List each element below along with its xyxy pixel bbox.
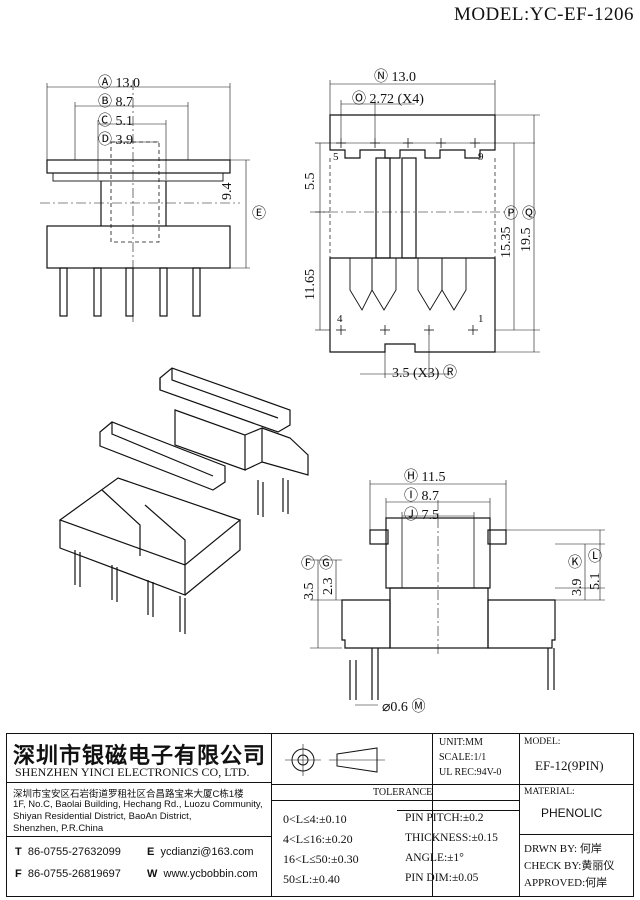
isometric-view xyxy=(58,367,309,634)
dim-g-label: Ⓖ xyxy=(319,557,333,572)
dim-11-65: 11.65 xyxy=(303,269,318,300)
dim-5-5: 5.5 xyxy=(303,172,318,191)
drawn-by: DRWN BY: 何岸 xyxy=(524,843,602,855)
dim-c-value: 5.1 xyxy=(115,114,134,129)
dim-k-value: 3.9 xyxy=(570,578,585,597)
dim-e-label: Ⓔ xyxy=(252,207,266,222)
dim-a-value: 13.0 xyxy=(115,76,141,91)
dim-c-label: Ⓒ 5.1 xyxy=(98,114,134,129)
address-en-2: Shiyan Residential District, BaoAn Distr… xyxy=(13,811,192,822)
dim-e-value: 9.4 xyxy=(220,182,235,201)
dim-i-value: 8.7 xyxy=(421,489,440,504)
dim-b-label: Ⓑ 8.7 xyxy=(98,95,134,110)
address-cn: 深圳市宝安区石岩街道罗租社区合昌路宝来大厦C栋1楼 xyxy=(13,789,244,800)
dim-h-label: Ⓗ 11.5 xyxy=(404,470,446,485)
title-block: 深圳市银磁电子有限公司 SHENZHEN YINCI ELECTRONICS C… xyxy=(6,733,634,897)
dim-m-value: ⌀0.6 xyxy=(382,700,408,715)
technical-drawing xyxy=(40,80,605,706)
dim-l-label: Ⓛ xyxy=(588,550,602,565)
contact-email-value: ycdianzi@163.com xyxy=(160,846,254,858)
tol-left-4: 50≤L:±0.40 xyxy=(283,872,340,886)
dim-h-value: 11.5 xyxy=(421,470,446,485)
dim-o-label: Ⓞ 2.72 (X4) xyxy=(352,92,424,107)
contact-web: W www.ycbobbin.com xyxy=(147,868,258,880)
dim-b-value: 8.7 xyxy=(115,95,134,110)
contact-tel: T 86-0755-27632099 xyxy=(15,846,121,858)
check-by: CHECK BY:黄丽仪 xyxy=(524,860,615,872)
dim-j-label: Ⓙ 7.5 xyxy=(404,508,440,523)
unit-label: UNIT:MM xyxy=(439,737,483,748)
pin-label-1: 1 xyxy=(478,313,484,325)
dim-l-value: 5.1 xyxy=(588,572,603,591)
dim-r-label: 3.5 (X3) Ⓡ xyxy=(392,366,457,381)
model-label: MODEL: xyxy=(524,737,561,747)
address-en-1: 1F, No.C, Baolai Building, Hechang Rd., … xyxy=(13,799,263,810)
material-value: PHENOLIC xyxy=(541,806,603,820)
dim-m-label: ⌀0.6 Ⓜ xyxy=(382,700,426,715)
contact-tel-key: T xyxy=(15,846,22,858)
front-view xyxy=(40,80,250,322)
address-en-3: Shenzhen, P.R.China xyxy=(13,823,104,834)
dim-r-value: 3.5 (X3) xyxy=(392,366,440,381)
tolerance-title: TOLERANCE xyxy=(373,787,433,798)
tol-right-4: PIN DIM:±0.05 xyxy=(405,872,479,884)
dim-p-label: Ⓟ xyxy=(504,207,518,222)
dim-d-label: Ⓓ 3.9 xyxy=(98,133,134,148)
tol-right-3: ANGLE:±1° xyxy=(405,852,464,864)
material-label: MATERIAL: xyxy=(524,787,575,797)
tol-right-1: PIN PITCH:±0.2 xyxy=(405,812,484,824)
dim-a-label: Ⓐ 13.0 xyxy=(98,76,141,91)
dim-p-value: 15.35 xyxy=(499,226,514,259)
scale-label: SCALE:1/1 xyxy=(439,752,487,763)
dim-q-value: 19.5 xyxy=(519,227,534,253)
contact-fax: F 86-0755-26819697 xyxy=(15,868,121,880)
dim-o-value: 2.72 (X4) xyxy=(369,92,424,107)
contact-tel-value: 86-0755-27632099 xyxy=(27,846,121,858)
pin-label-4: 4 xyxy=(337,313,343,325)
model-value: EF-12(9PIN) xyxy=(535,758,604,773)
tol-left-1: 0<L≤4:±0.10 xyxy=(283,812,347,826)
dim-k-label: Ⓚ xyxy=(568,556,582,571)
dim-j-value: 7.5 xyxy=(421,508,440,523)
side-view xyxy=(310,480,605,706)
dim-q-label: Ⓠ xyxy=(522,207,536,222)
contact-web-key: W xyxy=(147,868,158,880)
projection-symbol xyxy=(285,744,385,776)
dim-f-value: 3.5 xyxy=(302,582,317,601)
tol-left-2: 4<L≤16:±0.20 xyxy=(283,832,353,846)
dim-d-value: 3.9 xyxy=(115,133,134,148)
dim-n-value: 13.0 xyxy=(391,70,417,85)
model-title: MODEL:YC-EF-1206 xyxy=(453,4,634,25)
tol-left-3: 16<L≤50:±0.30 xyxy=(283,852,359,866)
contact-email: E ycdianzi@163.com xyxy=(147,846,254,858)
pin-label-9: 9 xyxy=(478,151,484,163)
top-view xyxy=(310,80,540,378)
pin-label-5: 5 xyxy=(333,151,339,163)
contact-fax-value: 86-0755-26819697 xyxy=(27,868,121,880)
approved-by: APPROVED:何岸 xyxy=(524,877,608,889)
company-name-cn: 深圳市银磁电子有限公司 xyxy=(13,743,267,768)
dim-n-label: Ⓝ 13.0 xyxy=(374,70,417,85)
dim-i-label: Ⓘ 8.7 xyxy=(404,489,440,504)
contact-email-key: E xyxy=(147,846,155,858)
tol-right-2: THICKNESS:±0.15 xyxy=(405,832,498,844)
company-name-en: SHENZHEN YINCI ELECTRONICS CO, LTD. xyxy=(15,765,250,779)
contact-fax-key: F xyxy=(15,868,22,880)
ul-rec-label: UL REC:94V-0 xyxy=(439,767,502,778)
contact-web-value: www.ycbobbin.com xyxy=(163,868,258,880)
dim-g-value: 2.3 xyxy=(321,577,336,596)
dim-f-label: Ⓕ xyxy=(301,557,315,572)
